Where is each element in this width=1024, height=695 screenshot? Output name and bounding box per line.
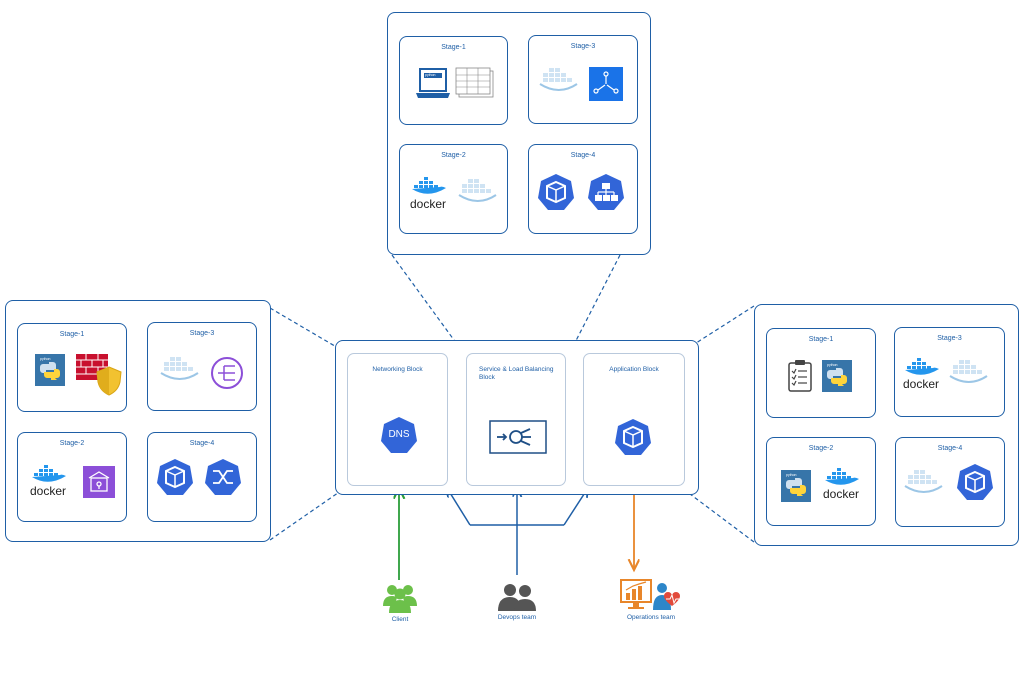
- stage-label: Stage-3: [937, 335, 962, 342]
- stage-label: Stage-1: [808, 336, 834, 343]
- right-zoom-panel: Stage-1 python Stage-3 docker: [754, 304, 1019, 546]
- docker-icon: [412, 177, 446, 194]
- block-title: Networking Block: [372, 366, 423, 373]
- registry-icon: [949, 360, 988, 383]
- kubernetes-pod-icon: [957, 464, 993, 500]
- top-stage-1: Stage-1 python: [399, 36, 508, 125]
- left-stage-4: Stage-4: [147, 432, 257, 522]
- stage-label: Stage-2: [808, 445, 834, 452]
- docker-wordmark: docker: [903, 377, 940, 391]
- registry-icon: [458, 179, 497, 202]
- right-stage-1: Stage-1 python: [766, 328, 876, 418]
- right-stage-3: Stage-3 docker: [894, 327, 1005, 417]
- kubernetes-pod-icon: [538, 174, 574, 210]
- checklist-icon: [788, 360, 812, 392]
- dns-text: DNS: [388, 429, 410, 440]
- application-block: Application Block: [583, 353, 685, 486]
- system-container: Networking Block DNS Service & Load Bala…: [335, 340, 699, 495]
- left-stage-1: Stage-1 python: [17, 323, 127, 412]
- left-stage-3: Stage-3: [147, 322, 257, 411]
- zoom-line: [681, 487, 755, 543]
- python-icon: [35, 354, 65, 386]
- stage-label: Stage-3: [570, 43, 596, 50]
- dns-icon: [381, 417, 417, 453]
- stage-label: Stage-4: [570, 152, 596, 159]
- top-stage-3: Stage-3: [528, 35, 638, 124]
- top-stage-4: Stage-4: [528, 144, 638, 234]
- laptop-label: python: [425, 73, 436, 77]
- docker-icon: [32, 465, 66, 482]
- registry-icon: [160, 357, 199, 380]
- top-stage-2: Stage-2 docker: [399, 144, 508, 234]
- shield-icon: [96, 366, 122, 396]
- service-load-balancing-block: Service & Load Balancing Block: [466, 353, 566, 486]
- laptop-icon: [416, 68, 450, 98]
- zoom-line: [269, 307, 346, 353]
- top-zoom-panel: Stage-1 python Stage-3: [387, 12, 651, 255]
- right-stage-4: Stage-4: [895, 437, 1005, 527]
- right-stage-2: Stage-2 python docker: [766, 437, 876, 526]
- user-group-icon: [383, 585, 417, 613]
- registry-icon: [539, 68, 578, 91]
- stage-label: Stage-2: [59, 440, 85, 447]
- devops-label: Devops team: [497, 614, 537, 621]
- python-icon: [822, 360, 852, 392]
- docker-icon: [825, 468, 859, 485]
- block-title: Service & Load Balancing Block: [479, 366, 554, 381]
- stage-label: Stage-4: [189, 440, 215, 447]
- docker-icon: [905, 358, 939, 375]
- docker-wordmark: docker: [410, 197, 447, 211]
- python-wordmark: python: [827, 363, 838, 367]
- kubernetes-service-icon: [589, 67, 623, 101]
- client-label: Client: [391, 616, 409, 623]
- load-balancer-icon: [489, 420, 547, 454]
- python-icon: [781, 470, 811, 502]
- zoom-line: [269, 487, 346, 541]
- registry-icon: [904, 470, 943, 493]
- load-balancer-icon: [211, 357, 243, 389]
- docker-wordmark: docker: [823, 487, 860, 501]
- left-stage-2: Stage-2 docker: [17, 432, 127, 522]
- helm-icon: [83, 466, 115, 498]
- stage-label: Stage-1: [59, 331, 85, 338]
- python-wordmark: python: [40, 357, 51, 361]
- networking-block: Networking Block DNS: [347, 353, 448, 486]
- stage-label: Stage-4: [937, 445, 963, 452]
- kubernetes-ingress-icon: [205, 459, 241, 495]
- table-icon: [455, 67, 494, 98]
- python-wordmark: python: [786, 473, 797, 477]
- kubernetes-pod-icon: [615, 419, 651, 455]
- kubernetes-pod-icon: [157, 459, 193, 495]
- operations-label: Operations team: [626, 614, 676, 621]
- stage-label: Stage-1: [441, 44, 466, 51]
- kubernetes-service-icon: [588, 174, 624, 210]
- left-zoom-panel: Stage-1 python Stage-3: [5, 300, 271, 542]
- stage-label: Stage-3: [189, 330, 215, 337]
- stage-label: Stage-2: [441, 152, 466, 159]
- user-group-icon: [498, 584, 536, 611]
- block-title: Application Block: [609, 366, 659, 373]
- monitoring-icon: [620, 579, 680, 610]
- docker-wordmark: docker: [30, 484, 67, 498]
